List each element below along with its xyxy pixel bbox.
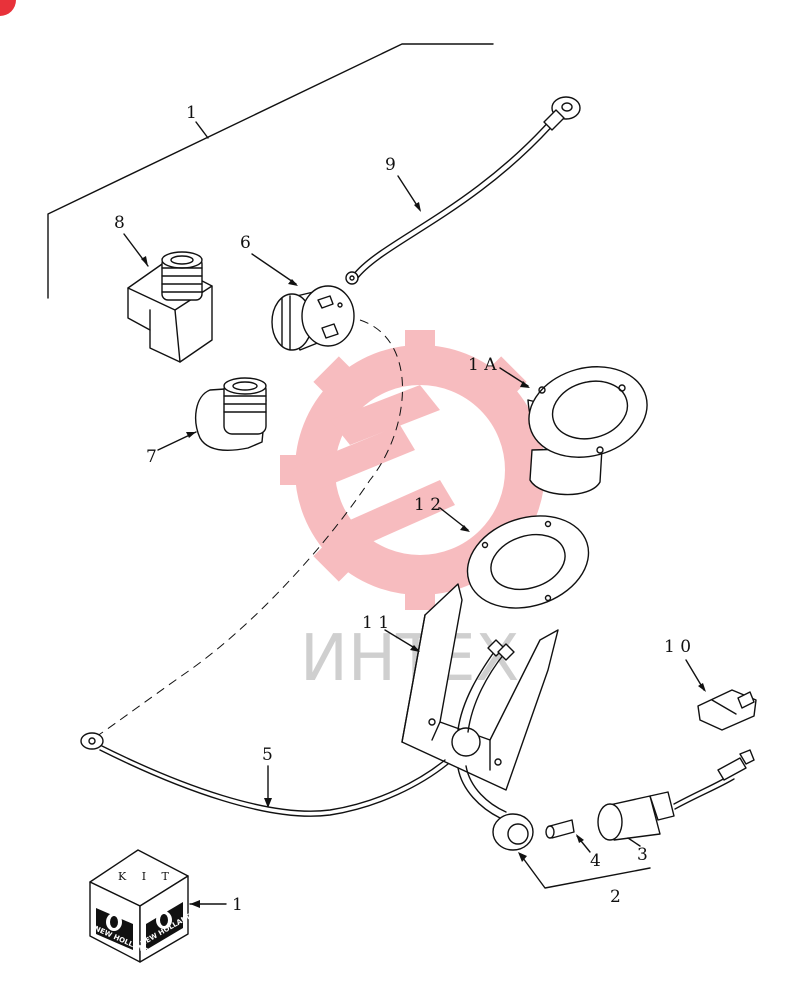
- part-5-cable: [80, 732, 449, 817]
- callout-10: 1 0: [664, 637, 691, 657]
- arrow-kit-icon: [190, 900, 200, 908]
- callout-7: 7: [146, 447, 157, 467]
- brand-logo-right-icon: [146, 902, 183, 950]
- callout-4: 4: [590, 851, 601, 871]
- bracket-2-line: [519, 853, 651, 889]
- leader-6: [251, 253, 297, 285]
- kit-box: [89, 849, 189, 963]
- arrow-12-icon: [460, 525, 470, 532]
- arrow-11-icon: [410, 645, 420, 652]
- part-3-connector-boot: [597, 749, 755, 841]
- callout-1a: 1 A: [468, 355, 497, 375]
- part-6-socket-plug: [271, 285, 355, 351]
- arrow-1a-icon: [520, 381, 530, 388]
- arrow-7-icon: [186, 432, 196, 438]
- grommet-cable: [457, 767, 501, 819]
- corner-badge-icon: [0, 0, 16, 16]
- callout-12: 1 2: [414, 495, 441, 515]
- arrow-6-icon: [288, 279, 298, 286]
- arrow-10-icon: [698, 683, 706, 692]
- arrow-8-icon: [141, 256, 148, 266]
- part-7-elbow-fitting: [194, 377, 267, 451]
- kit-box-label: K I T: [118, 870, 175, 883]
- arrow-9-icon: [414, 202, 421, 212]
- part-1a-housing: [527, 366, 648, 496]
- arrow-4-icon: [576, 834, 584, 843]
- part-8-tee-fitting: [127, 251, 213, 363]
- leader-3: [627, 837, 641, 847]
- leader-11: [384, 629, 419, 651]
- callout-6: 6: [240, 233, 251, 253]
- callout-1-top: 1: [186, 103, 197, 123]
- part-11-bracket: [401, 583, 559, 791]
- callout-9: 9: [385, 155, 396, 175]
- grommet-cable-edge: [465, 765, 507, 813]
- part-4-pin: [545, 819, 575, 839]
- leader-1-top: [195, 121, 209, 139]
- arrow-5-icon: [264, 798, 272, 808]
- callout-8: 8: [114, 213, 125, 233]
- callout-2: 2: [610, 887, 621, 907]
- brand-logo-left-icon: [96, 908, 133, 950]
- part-9-ground-strap: [345, 96, 581, 285]
- part-12-gasket: [466, 515, 590, 609]
- callout-1-kit: 1: [232, 895, 243, 915]
- callout-11: 1 1: [362, 613, 389, 633]
- part-10-terminal-clip: [697, 689, 757, 731]
- arrow-2-icon: [518, 852, 527, 862]
- dashed-route-line: [87, 319, 403, 743]
- kit-bracket-line: [47, 43, 494, 299]
- watermark-text: ИНТЕХ: [300, 622, 519, 696]
- part-2-grommet: [492, 813, 534, 851]
- callout-3: 3: [637, 845, 648, 865]
- callout-5: 5: [262, 745, 273, 765]
